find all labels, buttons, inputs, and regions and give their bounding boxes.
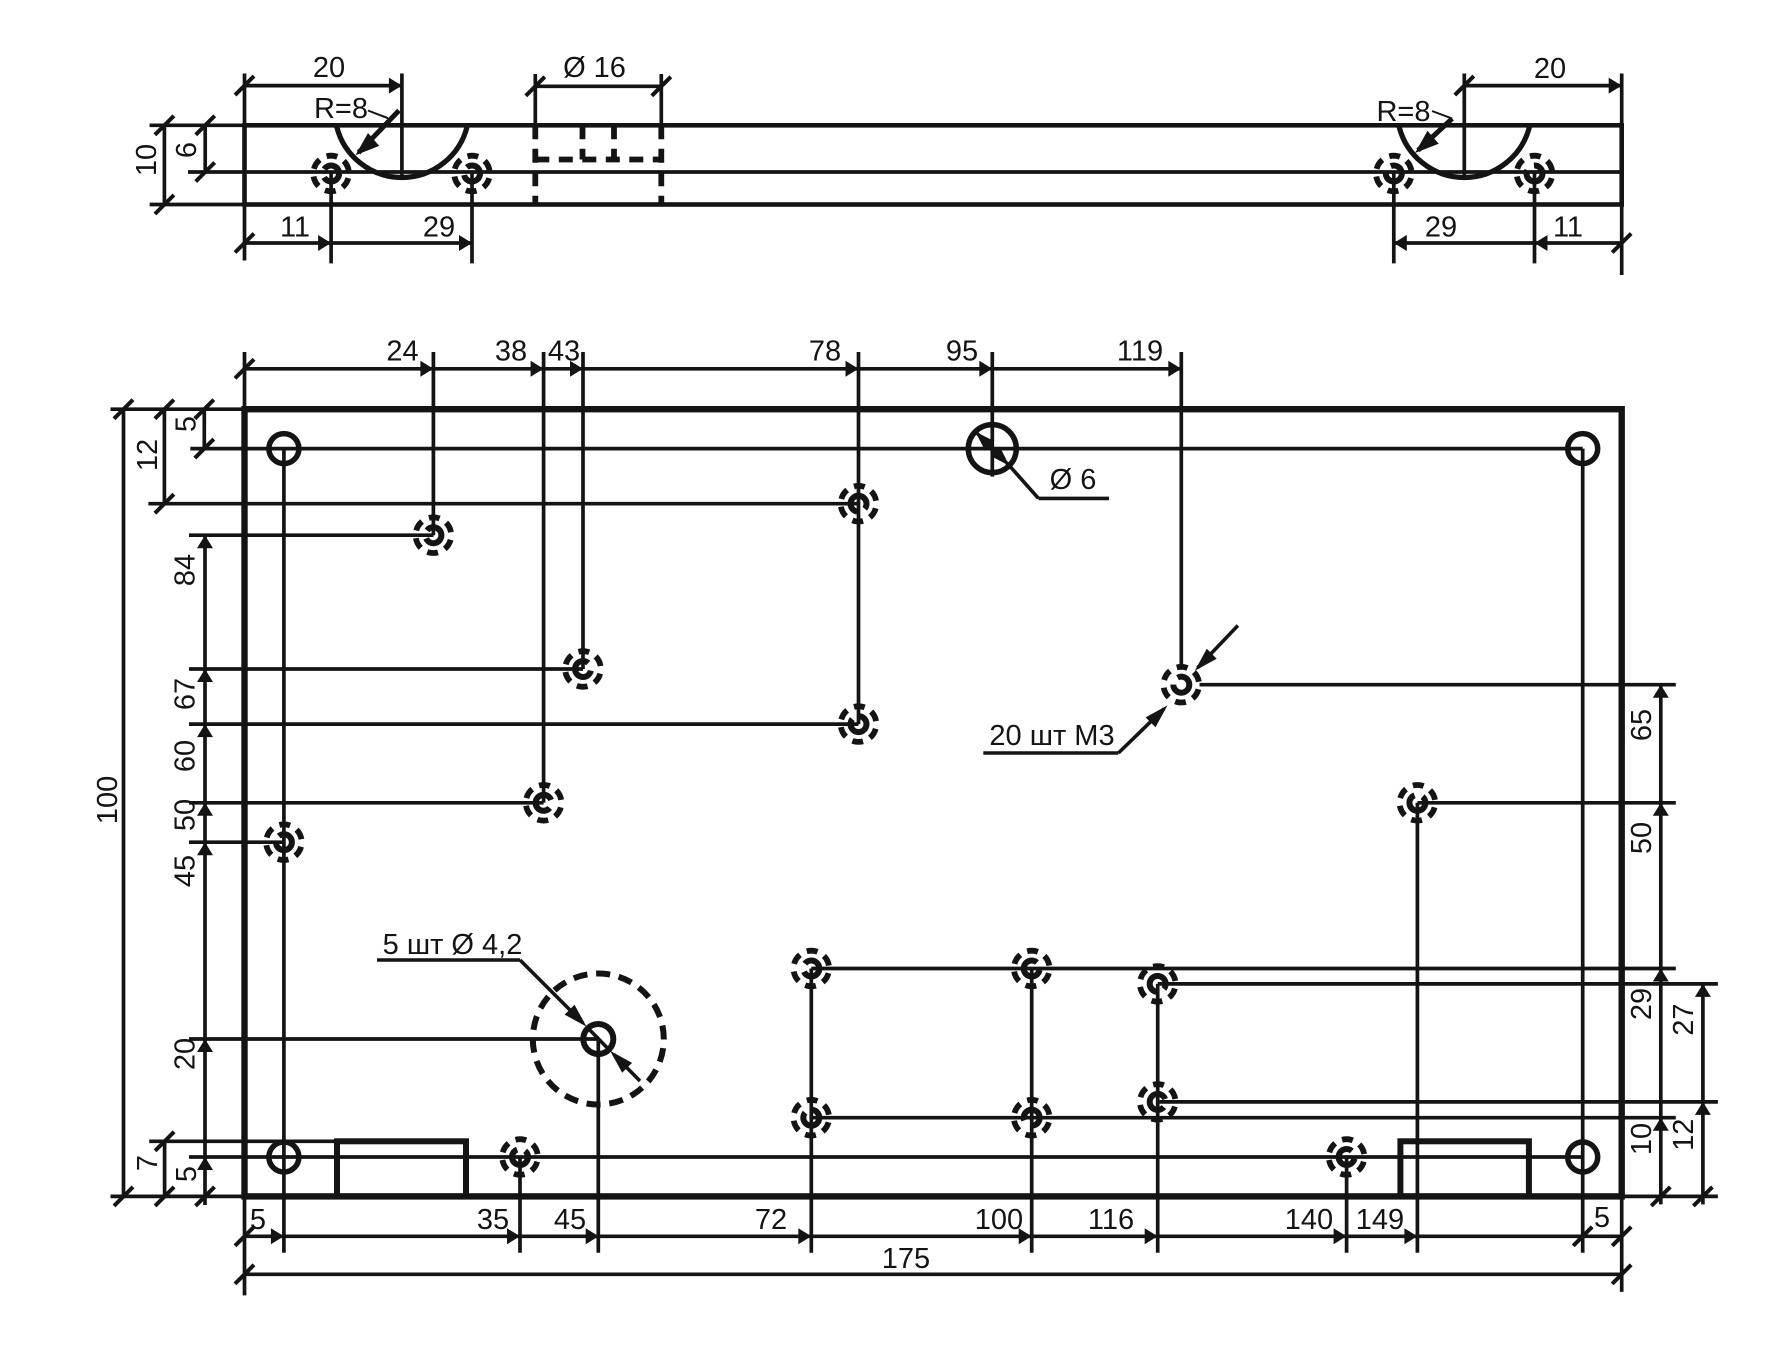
svg-text:84: 84 — [170, 554, 202, 586]
svg-text:67: 67 — [170, 678, 202, 710]
svg-text:100: 100 — [92, 776, 124, 824]
svg-text:95: 95 — [946, 336, 978, 368]
svg-text:7: 7 — [132, 1155, 164, 1171]
svg-text:5: 5 — [171, 416, 203, 432]
svg-text:6: 6 — [171, 142, 203, 158]
svg-text:12: 12 — [1668, 1119, 1700, 1151]
svg-text:5: 5 — [1594, 1202, 1610, 1234]
svg-text:45: 45 — [170, 855, 202, 887]
svg-text:29: 29 — [423, 212, 455, 244]
svg-text:45: 45 — [554, 1204, 586, 1236]
svg-text:78: 78 — [809, 336, 841, 368]
svg-text:29: 29 — [1425, 212, 1457, 244]
svg-text:175: 175 — [882, 1243, 930, 1275]
svg-text:27: 27 — [1668, 1003, 1700, 1035]
svg-text:10: 10 — [131, 144, 163, 176]
svg-text:5 шт Ø 4,2: 5 шт Ø 4,2 — [383, 929, 523, 961]
svg-text:5: 5 — [250, 1204, 266, 1236]
svg-text:Ø 6: Ø 6 — [1050, 464, 1097, 496]
svg-text:43: 43 — [548, 336, 580, 368]
svg-text:12: 12 — [132, 439, 164, 471]
svg-text:20: 20 — [170, 1038, 202, 1070]
svg-text:35: 35 — [477, 1204, 509, 1236]
svg-text:100: 100 — [975, 1204, 1023, 1236]
svg-text:140: 140 — [1285, 1204, 1333, 1236]
svg-text:60: 60 — [170, 740, 202, 772]
svg-text:10: 10 — [1626, 1123, 1658, 1155]
svg-text:50: 50 — [1626, 822, 1658, 854]
svg-text:Ø 16: Ø 16 — [563, 52, 626, 84]
svg-text:29: 29 — [1626, 988, 1658, 1020]
svg-text:65: 65 — [1626, 709, 1658, 741]
svg-text:50: 50 — [170, 799, 202, 831]
svg-text:116: 116 — [1088, 1204, 1134, 1236]
svg-text:38: 38 — [495, 336, 527, 368]
svg-text:20 шт М3: 20 шт М3 — [989, 720, 1114, 752]
svg-text:72: 72 — [755, 1204, 787, 1236]
svg-text:R=8: R=8 — [314, 93, 368, 125]
svg-text:119: 119 — [1117, 336, 1163, 368]
svg-text:R=8: R=8 — [1376, 96, 1430, 128]
svg-text:20: 20 — [313, 52, 345, 84]
svg-text:20: 20 — [1534, 53, 1566, 85]
svg-text:24: 24 — [386, 336, 418, 368]
svg-text:149: 149 — [1356, 1204, 1404, 1236]
svg-text:11: 11 — [280, 212, 310, 244]
svg-text:5: 5 — [171, 1166, 203, 1182]
svg-text:11: 11 — [1553, 212, 1583, 244]
